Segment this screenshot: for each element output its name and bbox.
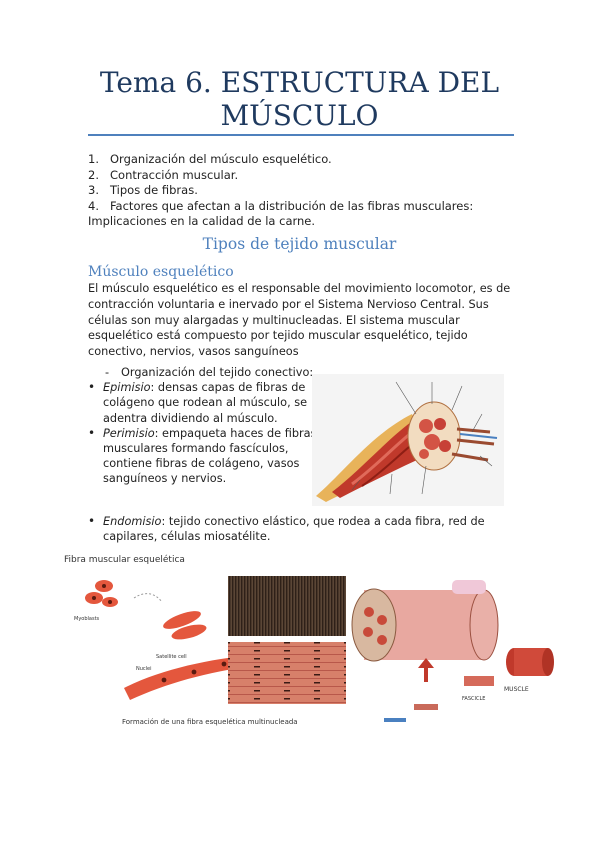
toc-continuation: Implicaciones en la calidad de la carne. xyxy=(88,214,316,228)
myoblast-cells xyxy=(85,580,118,607)
toc-item: 1.Organización del músculo esquelético. xyxy=(88,152,332,166)
toc-item: 3.Tipos de fibras. xyxy=(88,183,198,197)
micrograph-fiber xyxy=(228,642,346,704)
satellite-cell-label: Satellite cell xyxy=(156,654,187,660)
myofibrils xyxy=(384,704,438,722)
arrow-up-icon xyxy=(418,658,434,682)
list-item-endomisio: •Endomisio: tejido conectivo elástico, q… xyxy=(88,514,485,544)
term: Perimisio xyxy=(103,426,155,440)
fusing-myoblasts xyxy=(163,611,207,640)
fascicle xyxy=(464,676,494,686)
toc-item: 2.Contracción muscular. xyxy=(88,167,239,182)
list-item-perimisio: •Perimisio: empaqueta haces de fibras mu… xyxy=(88,425,317,486)
fascicle-label: FASCICLE xyxy=(462,696,485,702)
subsection-title: Músculo esquelético xyxy=(88,264,234,280)
page-title-line-1: Tema 6. ESTRUCTURA DEL xyxy=(99,66,500,99)
muscle-fiber-figure: Fibra muscular esquelética Myoblasts Sat… xyxy=(64,554,554,726)
intro-paragraph: El músculo esquelético es el responsable… xyxy=(88,282,511,359)
figure-heading: Fibra muscular esquelética xyxy=(64,554,185,565)
micrograph-striated xyxy=(228,576,346,636)
page-title-line-2: MÚSCULO xyxy=(220,99,379,132)
page-title: Tema 6. ESTRUCTURA DEL MÚSCULO xyxy=(0,66,599,132)
section-title: Tipos de tejido muscular xyxy=(202,235,397,253)
term: Epimisio xyxy=(103,381,151,395)
muscle-fiber-structure xyxy=(351,580,499,662)
toc-item: 4.Factores que afectan a la distribución… xyxy=(88,198,474,213)
myoblasts-label: Myoblasts xyxy=(74,616,100,622)
figure-caption: Formación de una fibra esquelética multi… xyxy=(122,718,298,726)
term: Endomisio xyxy=(103,515,162,528)
connective-tissue-list: -Organización del tejido conectivo: •Epi… xyxy=(88,365,318,487)
list-item-epimisio: •Epimisio: densas capas de fibras de col… xyxy=(88,380,308,425)
title-divider xyxy=(88,134,514,136)
table-of-contents: 1.Organización del músculo esquelético. … xyxy=(88,152,518,230)
list-item: -Organización del tejido conectivo: xyxy=(105,366,314,379)
muscle-anatomy-illustration xyxy=(312,374,504,506)
muscle-bundle xyxy=(506,648,554,676)
nuclei-label: Nuclei xyxy=(136,666,152,672)
muscle-label: MUSCLE xyxy=(504,686,529,693)
